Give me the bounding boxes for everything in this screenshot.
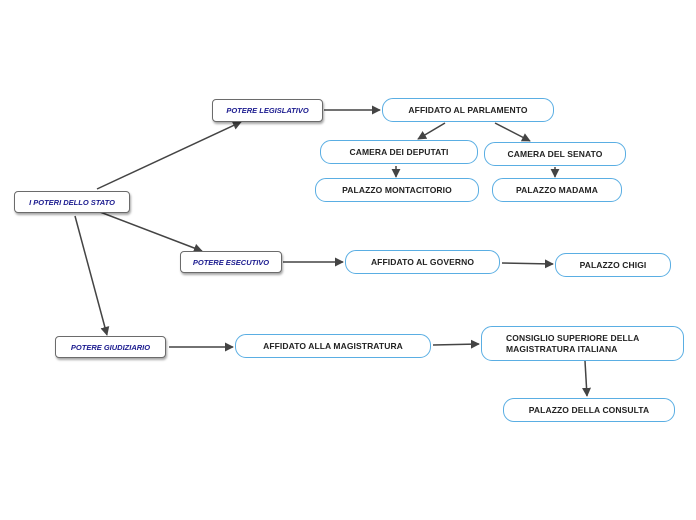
connector-root-legislativo — [96, 121, 242, 190]
node-montecitorio-label: PALAZZO MONTACITORIO — [342, 185, 452, 195]
connector-parlamento-deputati — [417, 122, 446, 140]
node-giudiziario-label: POTERE GIUDIZIARIO — [70, 342, 151, 352]
node-madama[interactable]: PALAZZO MADAMA — [492, 178, 622, 202]
node-chigi-label: PALAZZO CHIGI — [579, 260, 647, 270]
node-camera-senato[interactable]: CAMERA DEL SENATO — [484, 142, 626, 166]
node-montecitorio[interactable]: PALAZZO MONTACITORIO — [315, 178, 479, 202]
node-madama-label: PALAZZO MADAMA — [516, 185, 598, 195]
connector-root-giudiziario — [74, 215, 110, 336]
node-camera-deputati-label: CAMERA DEI DEPUTATI — [349, 147, 449, 157]
node-consulta-label: PALAZZO DELLA CONSULTA — [528, 405, 650, 415]
node-camera-senato-label: CAMERA DEL SENATO — [507, 149, 603, 159]
node-governo[interactable]: AFFIDATO AL GOVERNO — [345, 250, 500, 274]
node-esecutivo[interactable]: POTERE ESECUTIVO — [180, 251, 282, 273]
node-root-label: I POTERI DELLO STATO — [29, 197, 115, 207]
connector-magistratura-csm — [432, 339, 480, 349]
connector-parlamento-senato — [494, 122, 531, 142]
node-esecutivo-label: POTERE ESECUTIVO — [192, 257, 270, 267]
connector-csm-consulta — [582, 360, 592, 397]
node-camera-deputati[interactable]: CAMERA DEI DEPUTATI — [320, 140, 478, 164]
node-csm[interactable]: CONSIGLIO SUPERIORE DELLA MAGISTRATURA I… — [481, 326, 684, 361]
node-csm-label: CONSIGLIO SUPERIORE DELLA MAGISTRATURA I… — [506, 332, 640, 354]
connector-governo-chigi — [501, 259, 554, 269]
node-parlamento-label: AFFIDATO AL PARLAMENTO — [408, 105, 528, 115]
node-parlamento[interactable]: AFFIDATO AL PARLAMENTO — [382, 98, 554, 122]
node-chigi[interactable]: PALAZZO CHIGI — [555, 253, 671, 277]
node-governo-label: AFFIDATO AL GOVERNO — [370, 257, 475, 267]
node-legislativo-label: POTERE LEGISLATIVO — [226, 106, 309, 115]
node-root[interactable]: I POTERI DELLO STATO — [14, 191, 130, 213]
node-consulta[interactable]: PALAZZO DELLA CONSULTA — [503, 398, 675, 422]
node-magistratura-label: AFFIDATO ALLA MAGISTRATURA — [263, 341, 403, 351]
node-magistratura[interactable]: AFFIDATO ALLA MAGISTRATURA — [235, 334, 431, 358]
node-legislativo[interactable]: POTERE LEGISLATIVO — [212, 99, 323, 122]
connector-root-esecutivo — [99, 211, 203, 253]
node-giudiziario[interactable]: POTERE GIUDIZIARIO — [55, 336, 166, 358]
